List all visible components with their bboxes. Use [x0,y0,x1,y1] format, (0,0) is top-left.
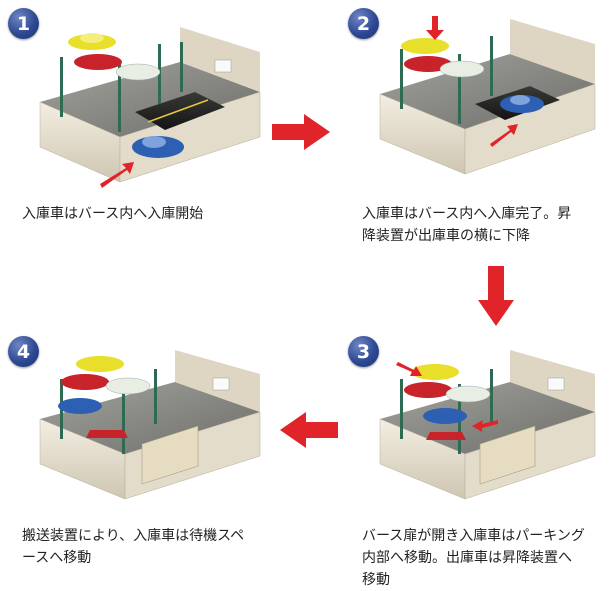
step-2: 2 入庫車はバース内へ入庫完了。昇 降装置が出庫車の横に下降 [340,0,614,260]
step-4: 4 搬送装置により、入庫車は待機スペ ースへ移動 [0,328,300,589]
step-4-illustration [39,350,261,500]
step-3-illustration [379,350,596,500]
step-3: 3 バース扉が開き入庫車はパーキング 内部へ移動。出庫車は昇降装置へ 移動 [340,328,614,589]
step-1-illustration [39,27,261,188]
step-1: 1 入庫車はバース内へ入庫開始 [0,0,300,260]
step-1-badge: 1 [8,8,39,39]
arrow-down-icon [478,266,514,326]
step-2-illustration [379,16,596,175]
arrow-right-icon [272,114,330,150]
step-3-badge: 3 [348,336,379,367]
step-4-caption: 搬送装置により、入庫車は待機スペ ースへ移動 [22,528,245,566]
step-2-caption: 入庫車はバース内へ入庫完了。昇 降装置が出庫車の横に下降 [362,206,572,244]
step-2-badge: 2 [348,8,379,39]
arrow-left-icon [280,412,338,448]
step-3-caption: バース扉が開き入庫車はパーキング 内部へ移動。出庫車は昇降装置へ 移動 [362,528,585,588]
step-1-caption: 入庫車はバース内へ入庫開始 [22,206,204,222]
step-4-badge: 4 [8,336,39,367]
